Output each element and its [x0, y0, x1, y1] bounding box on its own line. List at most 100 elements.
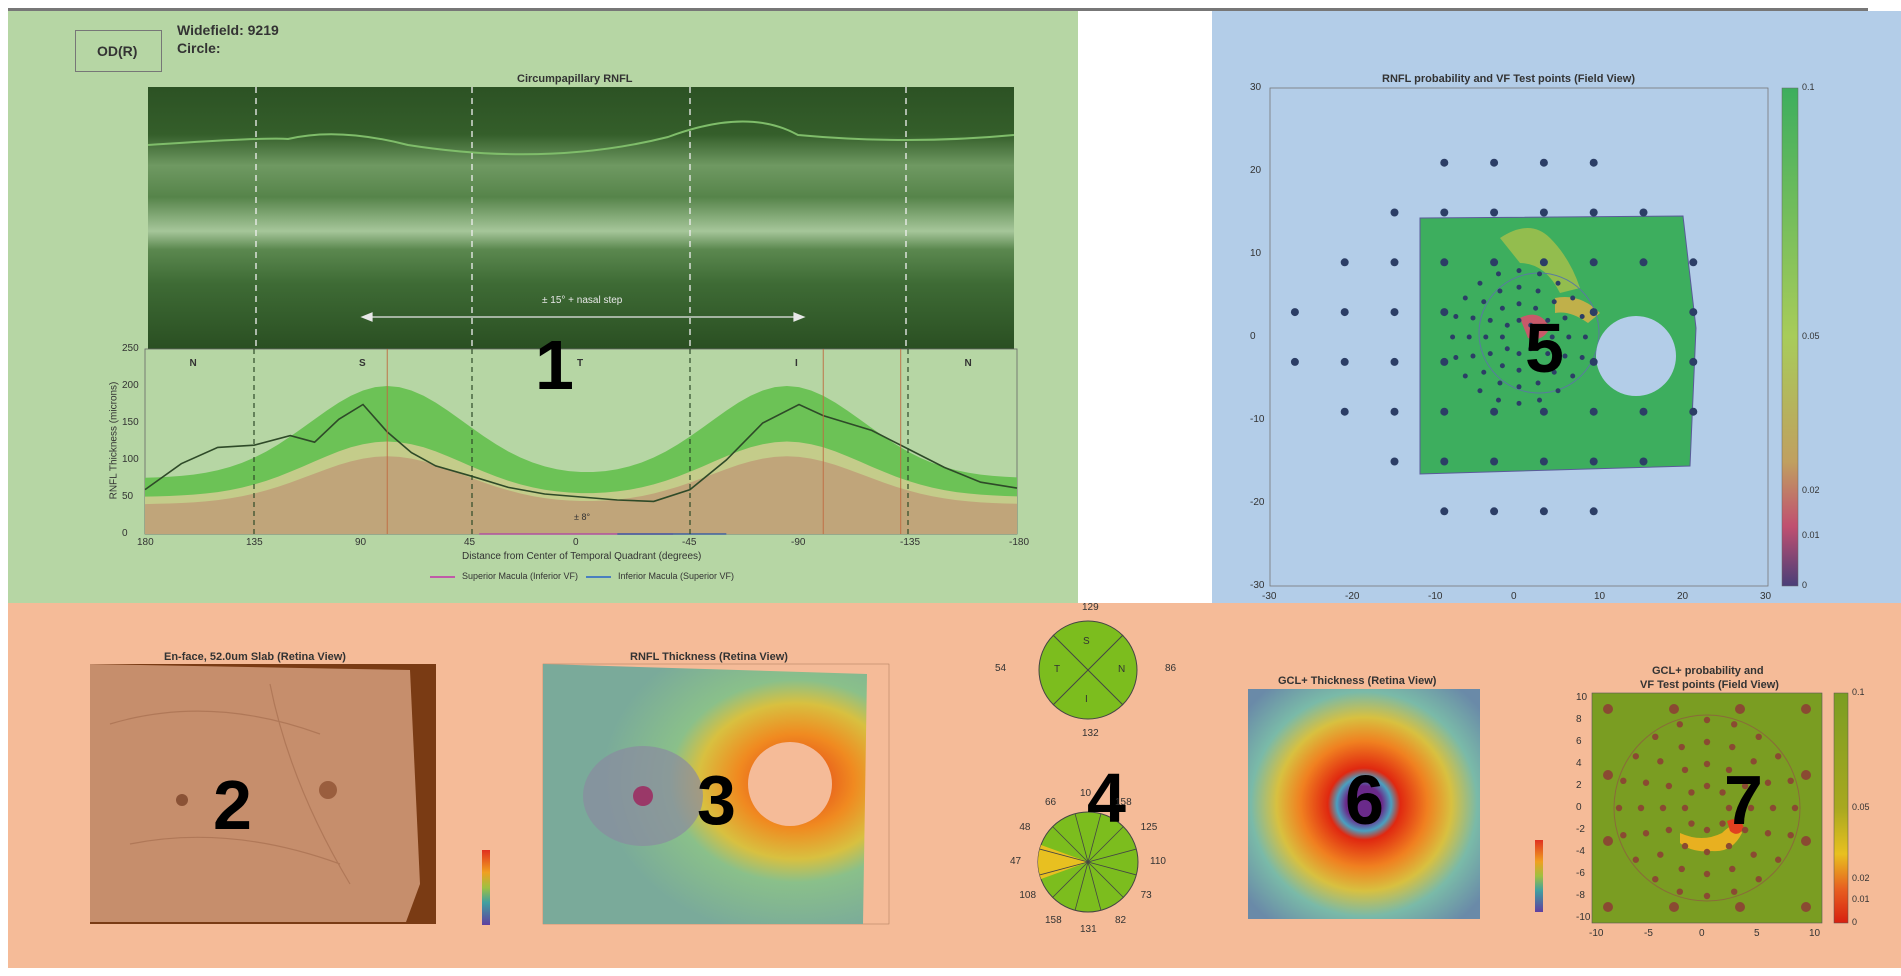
quad-value-bottom: 132 — [1082, 728, 1099, 739]
gcl-thickness-map — [1248, 689, 1480, 919]
gcl-prob-xtick: 0 — [1699, 928, 1705, 939]
marker-1: 1 — [535, 326, 574, 404]
clock-value: 48 — [1019, 822, 1031, 833]
thickness-ylabel: RNFL Thickness (microns) — [108, 381, 120, 500]
field-view-colorbar-label: 0.02 — [1802, 485, 1820, 496]
clock-value: 47 — [1010, 856, 1022, 867]
enface-title: En-face, 52.0um Slab (Retina View) — [164, 651, 346, 663]
clock-value: 125 — [1140, 822, 1158, 833]
field-view-ytick: 20 — [1250, 165, 1262, 176]
quadrant-label-n: N — [189, 358, 197, 369]
field-view-xtick: 10 — [1594, 591, 1606, 602]
gcl-prob-ytick: 6 — [1576, 736, 1582, 747]
field-view-colorbar-label: 0 — [1802, 580, 1808, 590]
field-view-colorbar — [1781, 87, 1799, 587]
marker-5: 5 — [1525, 309, 1564, 387]
nasal-step-label: ± 15° + nasal step — [542, 295, 623, 306]
thickness-ytick: 0 — [122, 528, 128, 539]
thickness-ytick: 150 — [122, 417, 139, 428]
thickness-xtick: 45 — [464, 537, 476, 548]
field-view-xtick: -30 — [1262, 591, 1277, 602]
field-view-xtick: -20 — [1345, 591, 1360, 602]
quadrant-label-s: S — [359, 358, 366, 369]
field-view-ytick: 30 — [1250, 82, 1262, 93]
gcl-prob-xtick: 10 — [1809, 928, 1821, 939]
field-view-ytick: -30 — [1250, 580, 1265, 591]
thickness-xtick: 135 — [246, 537, 263, 548]
gcl-prob-title-2: VF Test points (Field View) — [1640, 679, 1779, 691]
enface-image — [90, 664, 436, 924]
gcl-prob-colorbar-label: 0 — [1852, 917, 1858, 927]
field-view-xtick: 0 — [1511, 591, 1517, 602]
gcl-prob-colorbar-label: 0.01 — [1852, 894, 1870, 904]
thickness-xtick: -135 — [900, 537, 921, 548]
thickness-xtick: -45 — [682, 537, 697, 548]
macula-arrow-label: ± 8° — [574, 512, 591, 522]
thickness-xtick: 180 — [137, 537, 154, 548]
clock-value: 108 — [1019, 890, 1037, 901]
gcl-prob-ytick: 0 — [1576, 802, 1582, 813]
quadrant-chart — [1038, 620, 1138, 720]
gcl-probability-plot — [1591, 692, 1823, 924]
gcl-colorbar — [1535, 840, 1543, 912]
field-view-ytick: 10 — [1250, 248, 1262, 259]
gcl-prob-ytick: 4 — [1576, 758, 1582, 769]
gcl-prob-colorbar-label: 0.05 — [1852, 802, 1870, 812]
widefield-label: Widefield: 9219 — [177, 22, 279, 38]
clock-value: 10 — [1080, 788, 1092, 799]
field-view-xtick: 20 — [1677, 591, 1689, 602]
thickness-line — [144, 403, 1018, 503]
quad-label-s: S — [1083, 636, 1090, 647]
legend-inferior-swatch — [586, 576, 611, 578]
thickness-ytick: 250 — [122, 343, 139, 354]
quad-label-n: N — [1118, 664, 1126, 675]
marker-6: 6 — [1345, 761, 1384, 839]
gcl-prob-ytick: 2 — [1576, 780, 1582, 791]
enface-colorbar — [482, 850, 490, 925]
field-view-colorbar-label: 0.05 — [1802, 331, 1820, 341]
eye-label: OD(R) — [97, 43, 138, 59]
clock-hour-chart — [1037, 811, 1139, 913]
rnfl-map-title: RNFL Thickness (Retina View) — [630, 651, 788, 663]
quad-value-left: 54 — [995, 663, 1007, 674]
gcl-prob-colorbar-label: 0.1 — [1852, 687, 1865, 697]
gcl-prob-ytick: -2 — [1576, 824, 1585, 835]
thickness-xtick: 0 — [573, 537, 579, 548]
quadrant-label-t: T — [577, 358, 584, 369]
thickness-xlabel: Distance from Center of Temporal Quadran… — [462, 551, 702, 562]
gcl-prob-colorbar-label: 0.02 — [1852, 873, 1870, 884]
legend-superior-swatch — [430, 576, 455, 578]
legend-inferior: Inferior Macula (Superior VF) — [618, 571, 735, 581]
clock-value: 82 — [1115, 914, 1127, 926]
marker-2: 2 — [213, 766, 252, 844]
gcl-prob-colorbar — [1833, 692, 1849, 924]
marker-3: 3 — [697, 761, 736, 839]
gcl-prob-ytick: -4 — [1576, 846, 1585, 857]
gcl-prob-xtick: -5 — [1644, 928, 1653, 939]
eye-label-box — [75, 30, 162, 72]
quad-label-t: T — [1054, 664, 1061, 675]
clock-value: 66 — [1045, 797, 1057, 809]
field-view-colorbar-label: 0.1 — [1802, 82, 1815, 92]
top-divider — [8, 8, 1868, 11]
field-view-plot — [1269, 87, 1769, 587]
thickness-ytick: 200 — [122, 380, 139, 391]
quad-value-top: 129 — [1082, 602, 1099, 613]
clock-value: 73 — [1140, 890, 1152, 901]
gcl-prob-ytick: -10 — [1576, 912, 1591, 923]
field-view-ytick: -20 — [1250, 497, 1265, 508]
marker-7: 7 — [1724, 761, 1763, 839]
clock-value: 158 — [1045, 914, 1062, 926]
thickness-ytick: 100 — [122, 454, 139, 465]
oct-bscan — [147, 87, 1015, 349]
quadrant-label-i: I — [795, 358, 798, 369]
field-view-xtick: -10 — [1428, 591, 1443, 602]
quad-value-right: 86 — [1165, 663, 1177, 674]
circle-label: Circle: — [177, 40, 221, 56]
gcl-prob-ytick: -6 — [1576, 868, 1585, 879]
thickness-xtick: -180 — [1009, 537, 1030, 548]
clock-value: 158 — [1115, 797, 1132, 809]
thickness-ytick: 50 — [122, 491, 134, 502]
gcl-prob-ytick: 8 — [1576, 714, 1582, 725]
rnfl-thickness-map — [542, 663, 890, 925]
